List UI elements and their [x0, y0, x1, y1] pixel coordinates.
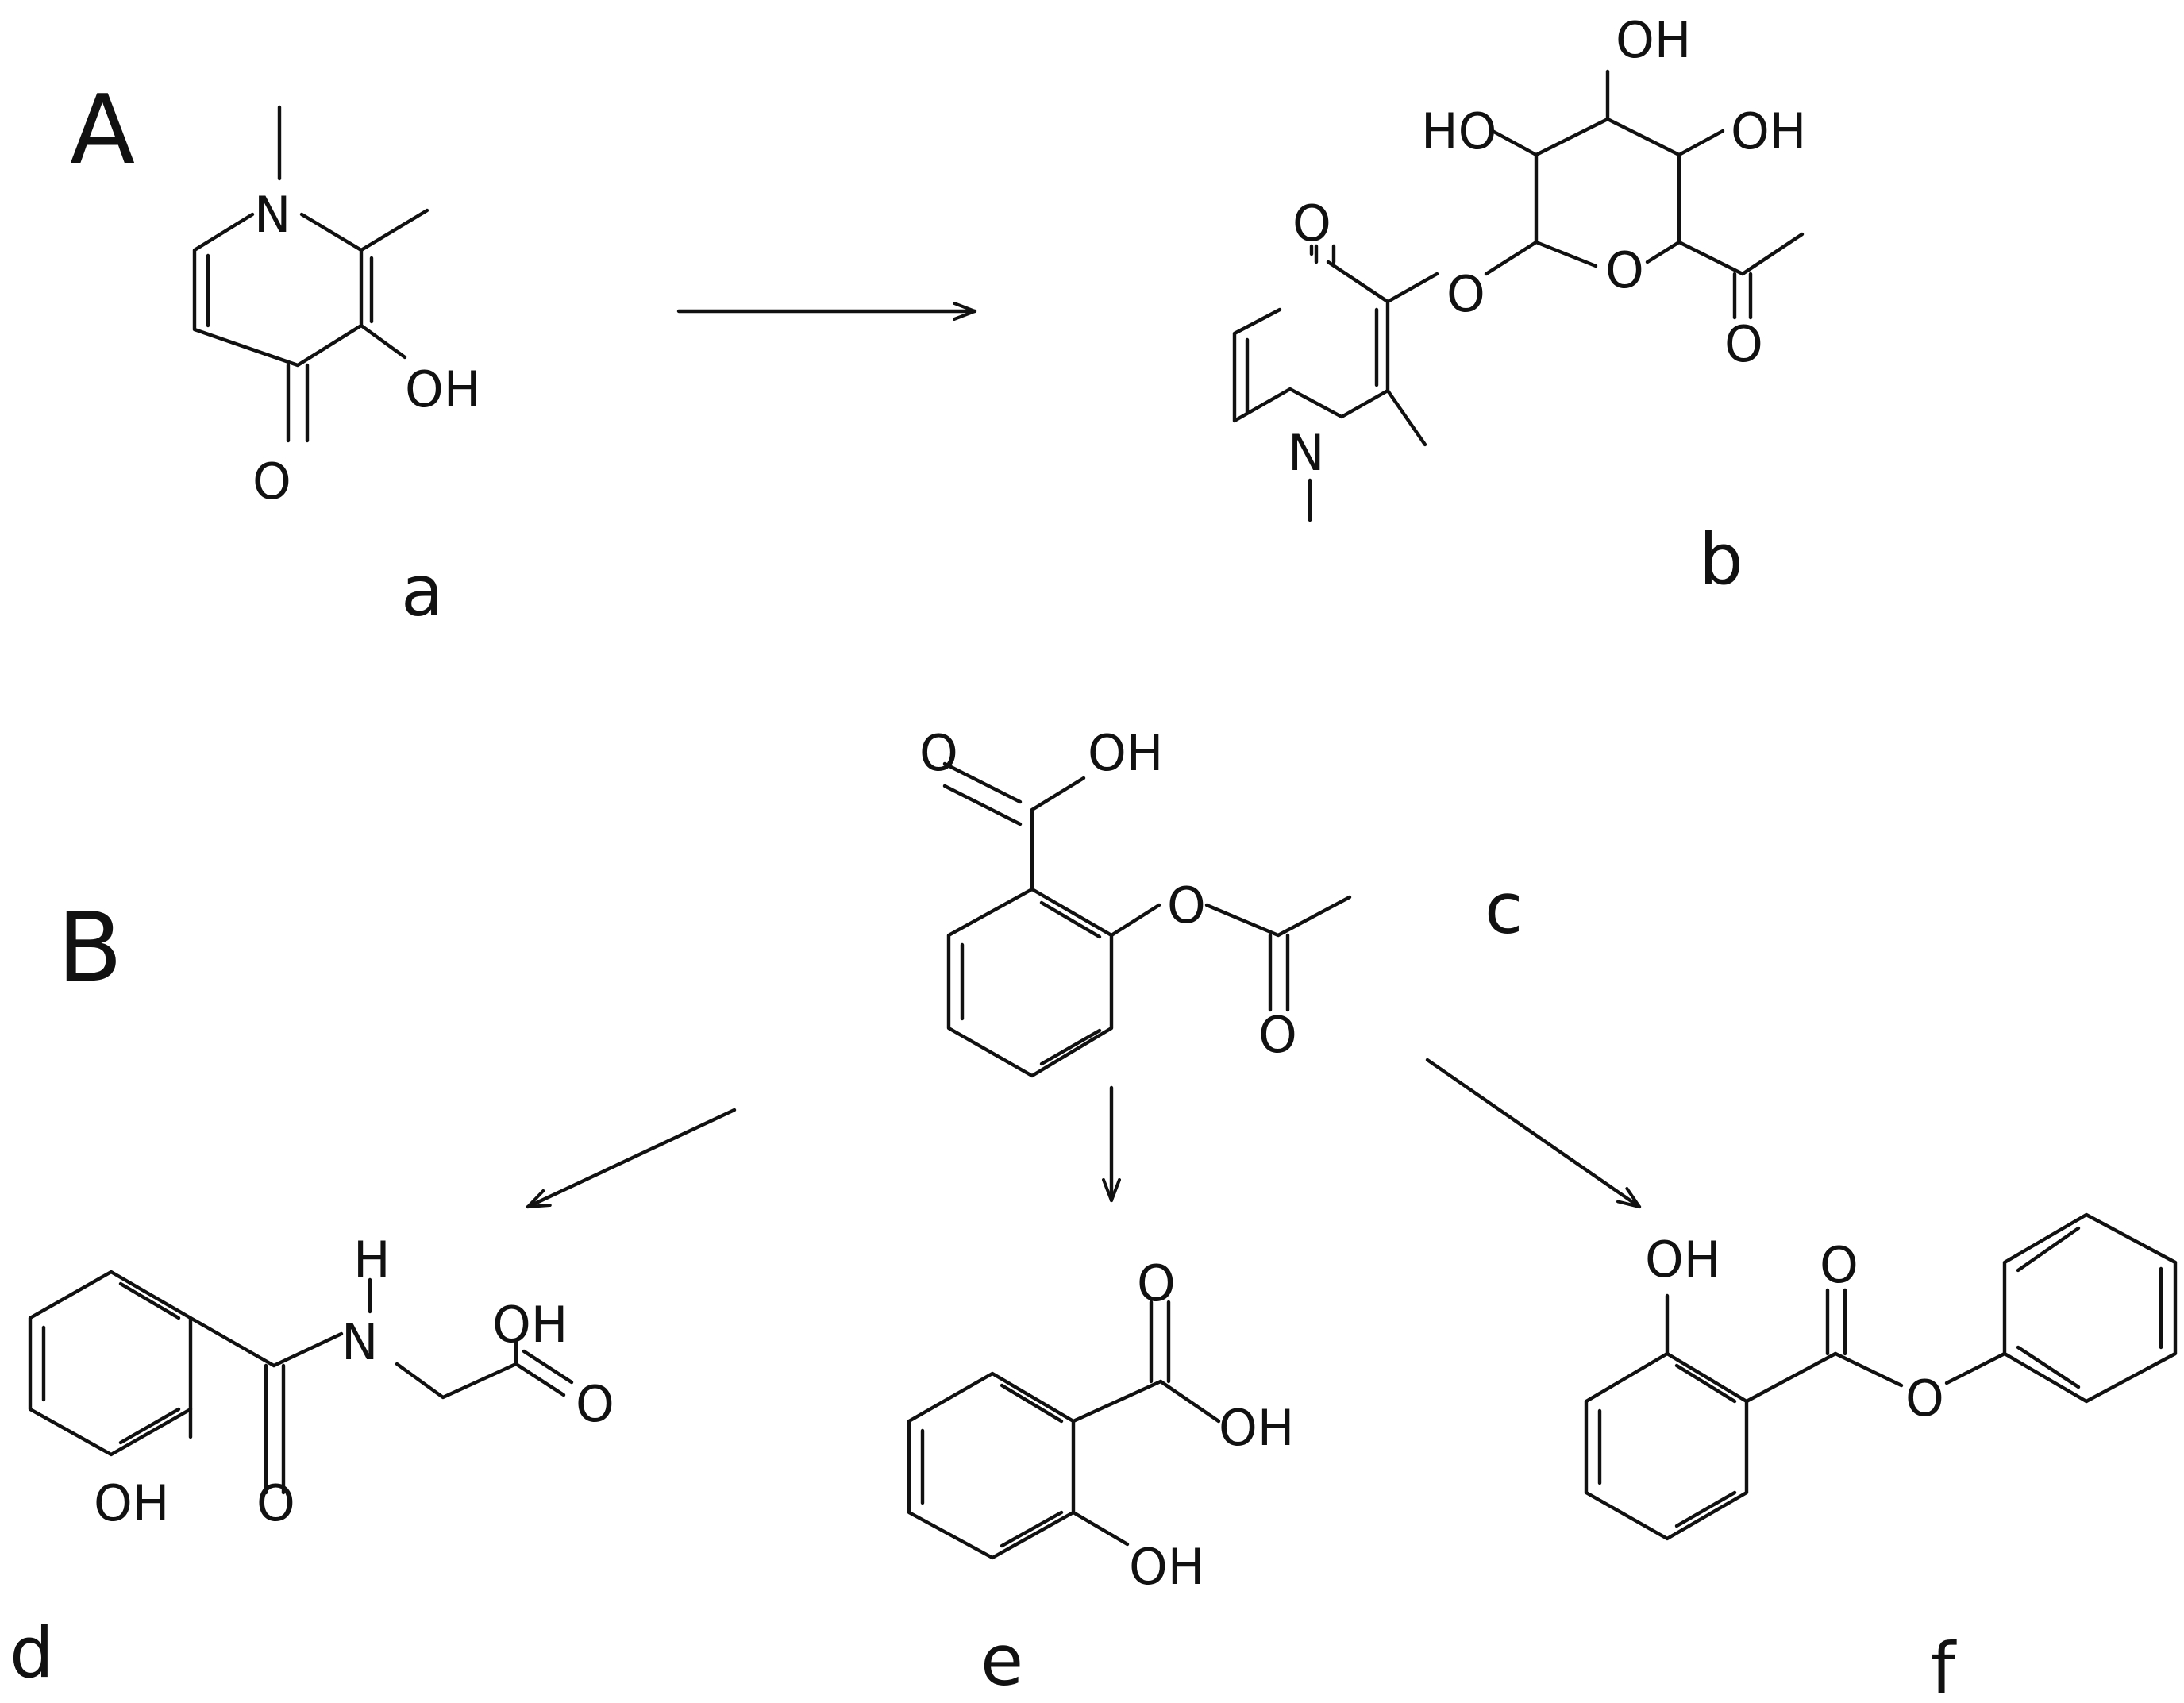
compound-d-atom-oh-phenol: OH [94, 1474, 169, 1532]
compound-d-label: d [10, 1612, 54, 1693]
panel-label-b: B [57, 893, 122, 1004]
compound-c-atom-oh: OH [1088, 724, 1163, 782]
compound-d-atom-o-amide: O [256, 1474, 295, 1532]
compound-b-atom-ho: HO [1421, 102, 1496, 160]
arrow-c-to-d [526, 1108, 737, 1209]
compound-a-structure [192, 105, 429, 443]
compound-b-atom-oh-right: OH [1731, 102, 1806, 160]
compound-a-atom-n: N [254, 186, 291, 244]
compound-f-atom-oh: OH [1645, 1231, 1720, 1289]
compound-e-structure [907, 1300, 1221, 1560]
compound-e-atom-oh-phenol: OH [1129, 1538, 1204, 1596]
compound-d-atom-n: N [341, 1313, 378, 1371]
compound-f-label: f [1931, 1628, 1957, 1703]
compound-b-atom-o-ring: O [1605, 241, 1644, 299]
arrow-c-to-f [1425, 1058, 1642, 1209]
compound-c-structure [942, 761, 1352, 1078]
compound-e-label: e [980, 1620, 1023, 1701]
compound-d-structure [28, 1270, 574, 1495]
compound-d-atom-o-acid: O [576, 1375, 614, 1433]
compound-c-atom-o: O [919, 724, 958, 782]
compound-e-atom-o: O [1137, 1254, 1176, 1312]
compound-c-atom-o-acyl: O [1258, 1006, 1297, 1064]
compound-f-structure [1584, 1212, 2178, 1541]
compound-b-label: b [1699, 518, 1743, 600]
compound-f-atom-o-ester: O [1905, 1370, 1944, 1428]
compound-b-atom-oh-top: OH [1616, 11, 1691, 69]
panel-label-a: A [70, 75, 135, 186]
compound-b-atom-o-acyl: O [1724, 315, 1763, 373]
compound-e-atom-oh-acid: OH [1219, 1399, 1294, 1457]
compound-c-atom-o-ester: O [1167, 877, 1206, 934]
compound-f-atom-o-carbonyl: O [1820, 1236, 1859, 1294]
compound-d-atom-oh-acid: OH [492, 1296, 568, 1354]
compound-d-atom-h: H [353, 1231, 391, 1289]
compound-b-atom-o-link: O [1446, 265, 1485, 323]
compound-b-atom-o-ketone: O [1292, 195, 1331, 252]
compound-b-structure [1232, 69, 1805, 522]
compound-c-label: c [1485, 868, 1523, 950]
compound-a-atom-o: O [252, 453, 291, 511]
compound-a-label: a [401, 550, 444, 632]
compound-a-atom-oh: OH [405, 360, 480, 418]
compound-b-atom-n: N [1288, 424, 1324, 482]
